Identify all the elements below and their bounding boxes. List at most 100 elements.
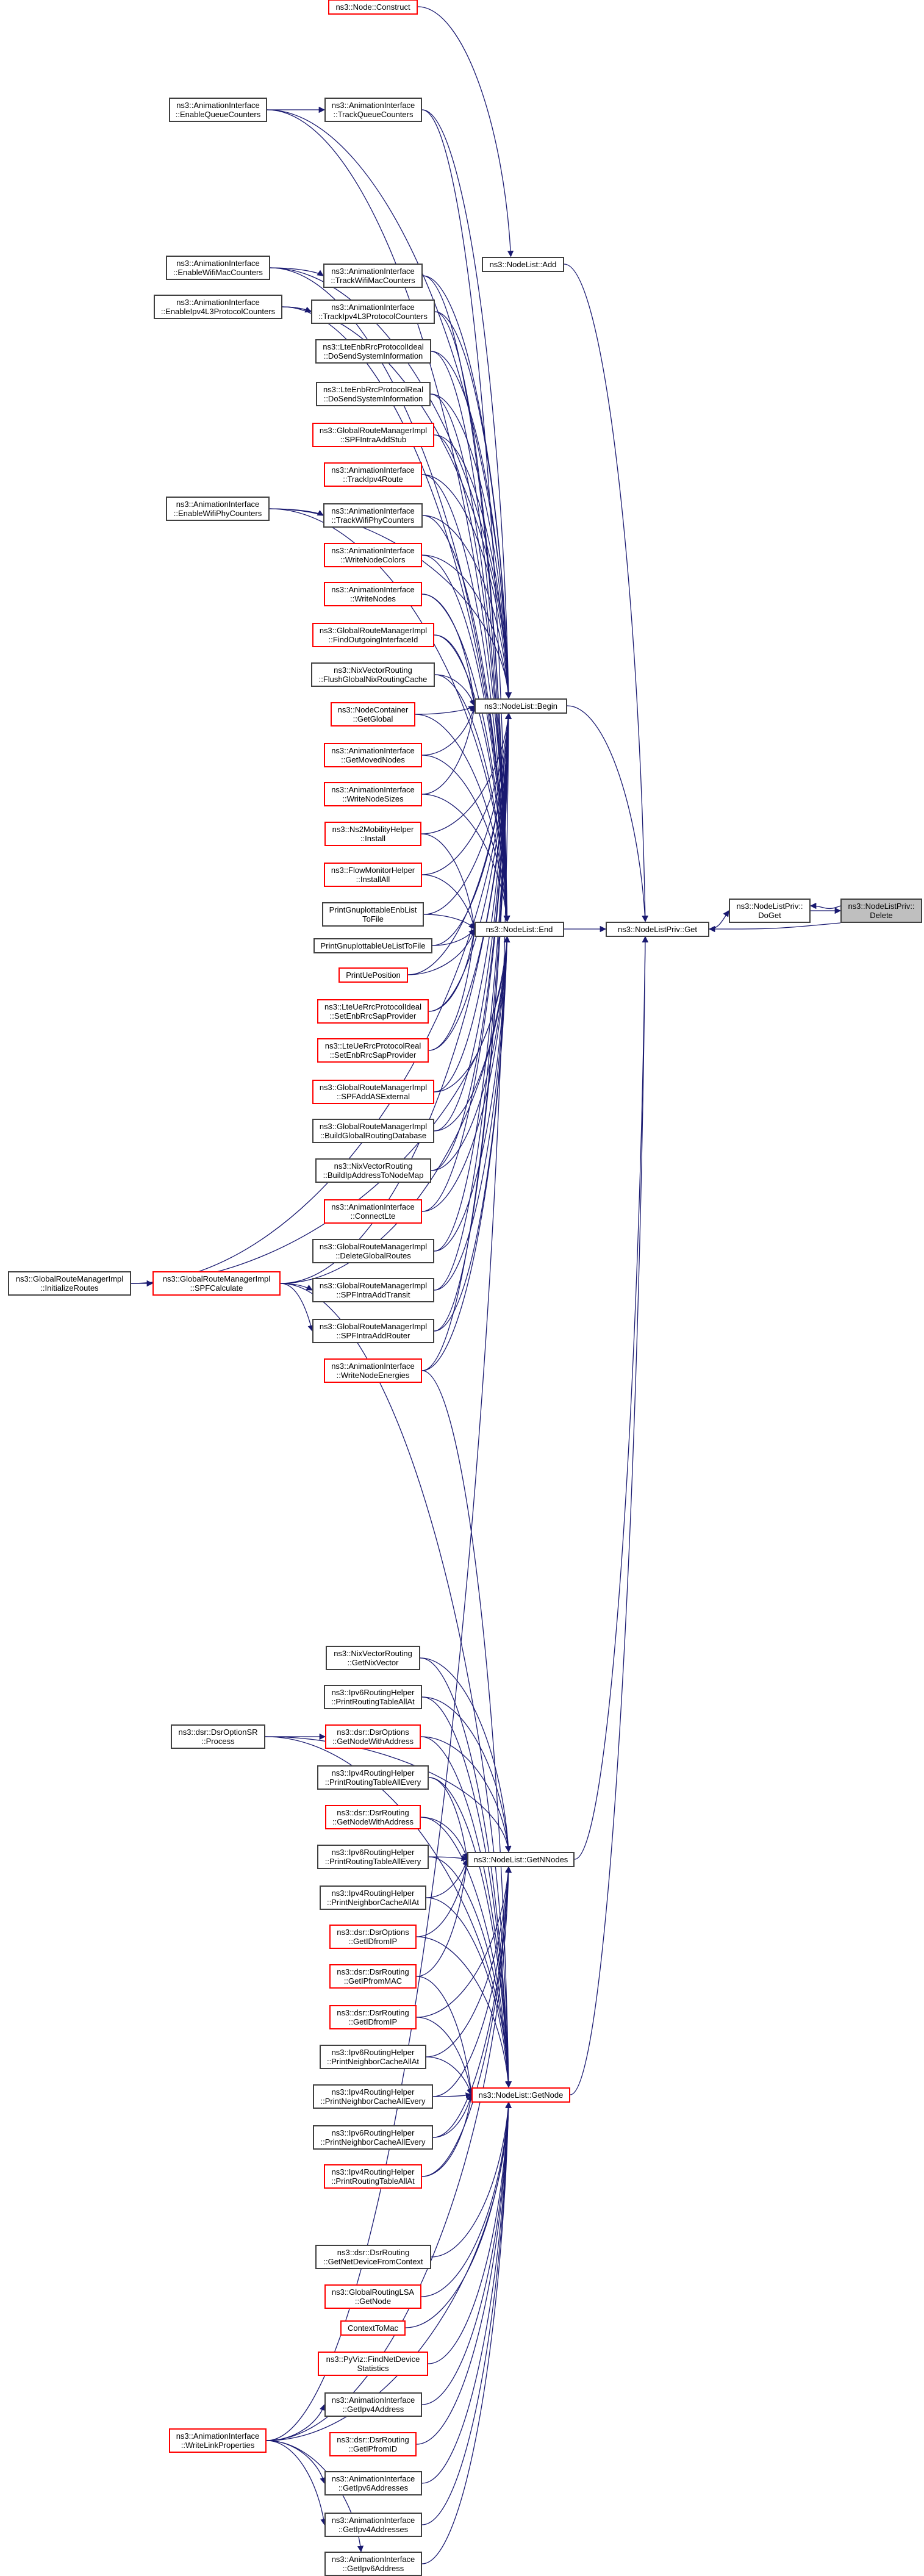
graph-node-fma[interactable]: ns3::FlowMonitorHelper ::InstallAll bbox=[324, 863, 422, 887]
graph-node-gip6s[interactable]: ns3::AnimationInterface ::GetIpv6Address… bbox=[324, 2471, 422, 2495]
graph-node-drgnwa[interactable]: ns3::dsr::DsrRouting ::GetNodeWithAddres… bbox=[325, 1805, 421, 1829]
call-edge-bip-to-end bbox=[431, 936, 510, 1171]
graph-node-lteenbi[interactable]: ns3::LteEnbRrcProtocolIdeal ::DoSendSyst… bbox=[315, 339, 431, 364]
graph-node-gip4[interactable]: ns3::AnimationInterface ::GetIpv4Address bbox=[324, 2392, 422, 2417]
call-edge-gip6s-to-gn bbox=[421, 2101, 512, 2484]
call-edge-init-to-begin bbox=[131, 712, 512, 1284]
graph-node-v6ncae[interactable]: ns3::Ipv6RoutingHelper ::PrintNeighborCa… bbox=[313, 2125, 433, 2150]
graph-node-tir[interactable]: ns3::AnimationInterface ::TrackIpv4Route bbox=[324, 462, 422, 487]
call-edge-lteuei-to-end bbox=[428, 928, 477, 1012]
graph-node-wnc[interactable]: ns3::AnimationInterface ::WriteNodeColor… bbox=[324, 543, 422, 567]
call-edge-wlp-to-gip6s bbox=[266, 2440, 326, 2484]
graph-node-twm[interactable]: ns3::AnimationInterface ::TrackWifiMacCo… bbox=[323, 264, 423, 288]
call-edge-wne-to-begin bbox=[421, 712, 512, 1371]
graph-node-v6rtae[interactable]: ns3::Ipv6RoutingHelper ::PrintRoutingTab… bbox=[317, 1845, 429, 1869]
graph-node-gip6[interactable]: ns3::AnimationInterface ::GetIpv6Address bbox=[324, 2552, 422, 2576]
graph-node-doget[interactable]: ns3::NodeListPriv:: DoGet bbox=[729, 899, 811, 923]
call-edge-drid-to-gn bbox=[416, 2017, 474, 2096]
graph-node-lsa[interactable]: ns3::GlobalRoutingLSA ::GetNode bbox=[324, 2284, 421, 2309]
call-edge-lsa-to-gn bbox=[421, 2101, 512, 2297]
call-edge-v4rtaa-to-gn bbox=[421, 2093, 474, 2177]
call-edge-asx-to-begin bbox=[434, 712, 512, 1092]
graph-node-dripid[interactable]: ns3::dsr::DsrRouting ::GetIPfromID bbox=[329, 2432, 417, 2456]
graph-node-gnn[interactable]: ns3::NodeList::GetNNodes bbox=[467, 1851, 575, 1867]
graph-node-ue[interactable]: PrintGnuplottableUeListToFile bbox=[313, 938, 432, 953]
graph-node-flush[interactable]: ns3::NixVectorRouting ::FlushGlobalNixRo… bbox=[311, 662, 435, 687]
graph-node-pyviz[interactable]: ns3::PyViz::FindNetDevice Statistics bbox=[318, 2352, 428, 2376]
graph-node-bgrd[interactable]: ns3::GlobalRouteManagerImpl ::BuildGloba… bbox=[312, 1119, 434, 1143]
graph-node-gmn[interactable]: ns3::AnimationInterface ::GetMovedNodes bbox=[324, 743, 422, 767]
graph-node-stub[interactable]: ns3::GlobalRouteManagerImpl ::SPFIntraAd… bbox=[312, 423, 434, 447]
call-edge-v4ncaa-to-gn bbox=[426, 1897, 512, 2088]
graph-node-init[interactable]: ns3::GlobalRouteManagerImpl ::Initialize… bbox=[8, 1271, 131, 1296]
call-edge-gip4s-to-gn bbox=[421, 2101, 512, 2525]
graph-node-lteenbr[interactable]: ns3::LteEnbRrcProtocolReal ::DoSendSyste… bbox=[316, 382, 431, 406]
graph-node-del[interactable]: ns3::NodeListPriv:: Delete bbox=[840, 899, 922, 923]
call-edge-gmn-to-end bbox=[421, 755, 510, 922]
call-edge-lteenbi-to-begin bbox=[431, 351, 512, 699]
graph-node-wn[interactable]: ns3::AnimationInterface ::WriteNodes bbox=[324, 582, 422, 606]
call-edge-fma-to-end bbox=[421, 874, 477, 930]
graph-node-asx[interactable]: ns3::GlobalRouteManagerImpl ::SPFAddASEx… bbox=[312, 1080, 434, 1104]
graph-node-ndfc[interactable]: ns3::dsr::DsrRouting ::GetNetDeviceFromC… bbox=[315, 2245, 431, 2269]
graph-node-dsrp[interactable]: ns3::dsr::DsrOptionSR ::Process bbox=[171, 1724, 265, 1749]
call-edge-lteenbr-to-begin bbox=[430, 393, 512, 699]
call-edge-drgnwa-to-gnn bbox=[420, 1817, 469, 1860]
call-edge-ctm-to-gn bbox=[405, 2101, 512, 2328]
call-edge-wlp-to-begin bbox=[266, 712, 512, 2441]
graph-node-dgr[interactable]: ns3::GlobalRouteManagerImpl ::DeleteGlob… bbox=[312, 1239, 434, 1263]
graph-node-lteuer[interactable]: ns3::LteUeRrcProtocolReal ::SetEnbRrcSap… bbox=[317, 1038, 429, 1063]
call-edge-spf-to-rtr bbox=[280, 1283, 314, 1332]
graph-node-enb[interactable]: PrintGnuplottableEnbList ToFile bbox=[322, 902, 424, 927]
graph-node-dognwa[interactable]: ns3::dsr::DsrOptions ::GetNodeWithAddres… bbox=[325, 1724, 421, 1749]
call-edge-ewm-to-begin bbox=[270, 267, 512, 699]
graph-node-drmac[interactable]: ns3::dsr::DsrRouting ::GetIPfromMAC bbox=[329, 1964, 417, 1989]
graph-node-spf[interactable]: ns3::GlobalRouteManagerImpl ::SPFCalcula… bbox=[152, 1271, 281, 1296]
graph-node-til3[interactable]: ns3::AnimationInterface ::TrackIpv4L3Pro… bbox=[311, 300, 435, 324]
graph-node-v6rtaa[interactable]: ns3::Ipv6RoutingHelper ::PrintRoutingTab… bbox=[324, 1685, 422, 1709]
graph-node-add[interactable]: ns3::NodeList::Add bbox=[482, 256, 564, 272]
graph-node-foi[interactable]: ns3::GlobalRouteManagerImpl ::FindOutgoi… bbox=[312, 623, 434, 647]
call-edge-gip4-to-gn bbox=[421, 2101, 512, 2405]
graph-node-doid[interactable]: ns3::dsr::DsrOptions ::GetIDfromIP bbox=[329, 1925, 417, 1949]
graph-node-ewp[interactable]: ns3::AnimationInterface ::EnableWifiPhyC… bbox=[166, 497, 270, 521]
graph-node-nix[interactable]: ns3::NixVectorRouting ::GetNixVector bbox=[326, 1646, 420, 1670]
graph-node-v4ncaa[interactable]: ns3::Ipv4RoutingHelper ::PrintNeighborCa… bbox=[320, 1885, 426, 1910]
graph-node-tra[interactable]: ns3::GlobalRouteManagerImpl ::SPFIntraAd… bbox=[312, 1278, 434, 1302]
call-edge-clte-to-begin bbox=[421, 712, 512, 1212]
graph-node-v4ncae[interactable]: ns3::Ipv4RoutingHelper ::PrintNeighborCa… bbox=[313, 2084, 433, 2109]
graph-node-wlp[interactable]: ns3::AnimationInterface ::WriteLinkPrope… bbox=[169, 2428, 267, 2453]
graph-node-eil3[interactable]: ns3::AnimationInterface ::EnableIpv4L3Pr… bbox=[154, 295, 282, 319]
graph-node-bip[interactable]: ns3::NixVectorRouting ::BuildIpAddressTo… bbox=[315, 1158, 431, 1183]
graph-node-get[interactable]: ns3::NodeListPriv::Get bbox=[606, 921, 709, 937]
graph-node-v4rtae[interactable]: ns3::Ipv4RoutingHelper ::PrintRoutingTab… bbox=[317, 1765, 429, 1790]
graph-node-ctm[interactable]: ContextToMac bbox=[340, 2320, 406, 2336]
graph-node-drid[interactable]: ns3::dsr::DsrRouting ::GetIDfromIP bbox=[329, 2005, 417, 2029]
graph-node-gip4s[interactable]: ns3::AnimationInterface ::GetIpv4Address… bbox=[324, 2513, 422, 2537]
call-edge-v4rtae-to-gn bbox=[428, 1777, 512, 2088]
graph-node-v4rtaa[interactable]: ns3::Ipv4RoutingHelper ::PrintRoutingTab… bbox=[324, 2164, 422, 2189]
graph-node-tqc[interactable]: ns3::AnimationInterface ::TrackQueueCoun… bbox=[324, 98, 422, 122]
call-edge-tir-to-begin bbox=[421, 474, 512, 699]
graph-node-v6ncaa[interactable]: ns3::Ipv6RoutingHelper ::PrintNeighborCa… bbox=[320, 2045, 426, 2069]
graph-node-begin[interactable]: ns3::NodeList::Begin bbox=[475, 698, 567, 714]
graph-node-rtr[interactable]: ns3::GlobalRouteManagerImpl ::SPFIntraAd… bbox=[312, 1319, 434, 1343]
graph-node-ggl[interactable]: ns3::NodeContainer ::GetGlobal bbox=[331, 702, 415, 727]
graph-node-end[interactable]: ns3::NodeList::End bbox=[475, 921, 564, 937]
graph-node-construct[interactable]: ns3::Node::Construct bbox=[328, 0, 418, 15]
graph-node-lteuei[interactable]: ns3::LteUeRrcProtocolIdeal ::SetEnbRrcSa… bbox=[317, 999, 429, 1024]
call-edge-enb-to-begin bbox=[423, 712, 512, 915]
graph-node-ewm[interactable]: ns3::AnimationInterface ::EnableWifiMacC… bbox=[166, 256, 270, 280]
call-edge-v6ncaa-to-gn bbox=[426, 2056, 473, 2095]
call-edge-ndfc-to-gn bbox=[431, 2101, 512, 2258]
graph-node-wns[interactable]: ns3::AnimationInterface ::WriteNodeSizes bbox=[324, 782, 422, 806]
graph-node-gn[interactable]: ns3::NodeList::GetNode bbox=[471, 2087, 570, 2103]
call-edge-tqc-to-end bbox=[421, 109, 510, 922]
graph-node-twp[interactable]: ns3::AnimationInterface ::TrackWifiPhyCo… bbox=[323, 503, 423, 528]
graph-node-uep[interactable]: PrintUePosition bbox=[338, 967, 408, 983]
graph-node-wne[interactable]: ns3::AnimationInterface ::WriteNodeEnerg… bbox=[324, 1358, 422, 1383]
call-edge-dsrp-to-gn bbox=[265, 1736, 512, 2088]
graph-node-clte[interactable]: ns3::AnimationInterface ::ConnectLte bbox=[324, 1199, 422, 1224]
graph-node-eqc[interactable]: ns3::AnimationInterface ::EnableQueueCou… bbox=[169, 98, 267, 122]
graph-node-ns2[interactable]: ns3::Ns2MobilityHelper ::Install bbox=[324, 822, 421, 846]
